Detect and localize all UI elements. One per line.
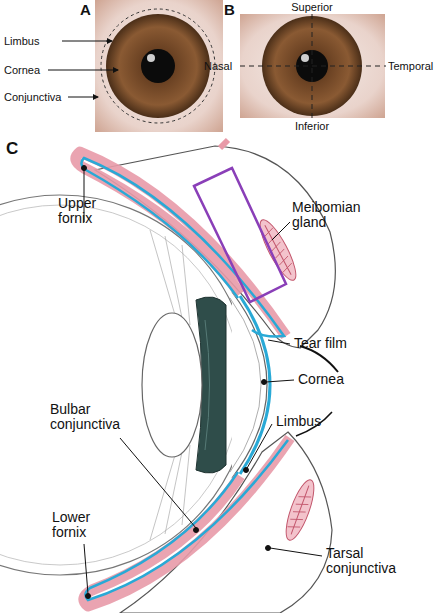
part-label: Conjunctiva	[4, 91, 84, 103]
part-label: Meibomian gland	[292, 200, 382, 231]
part-label: Cornea	[298, 372, 368, 387]
direction-label: Inferior	[282, 120, 342, 132]
direction-label: Temporal	[388, 60, 440, 72]
eye-cross-section	[0, 140, 338, 613]
direction-label: Nasal	[204, 60, 244, 72]
part-label: Upper fornix	[58, 196, 118, 227]
part-label: Lower fornix	[52, 510, 112, 541]
part-label: Bulbar conjunctiva	[50, 402, 140, 433]
panel-letter: A	[80, 2, 100, 19]
eye-photo-b	[240, 14, 386, 118]
eye-photo-a	[48, 0, 223, 132]
part-label: Limbus	[276, 414, 346, 429]
panel-letter: B	[224, 2, 244, 19]
part-label: Tarsal conjunctiva	[326, 546, 416, 577]
part-label: Limbus	[4, 35, 74, 47]
part-label: Tear film	[294, 336, 374, 351]
panel-letter: C	[6, 140, 26, 159]
direction-label: Superior	[282, 1, 342, 13]
part-label: Cornea	[4, 64, 74, 76]
